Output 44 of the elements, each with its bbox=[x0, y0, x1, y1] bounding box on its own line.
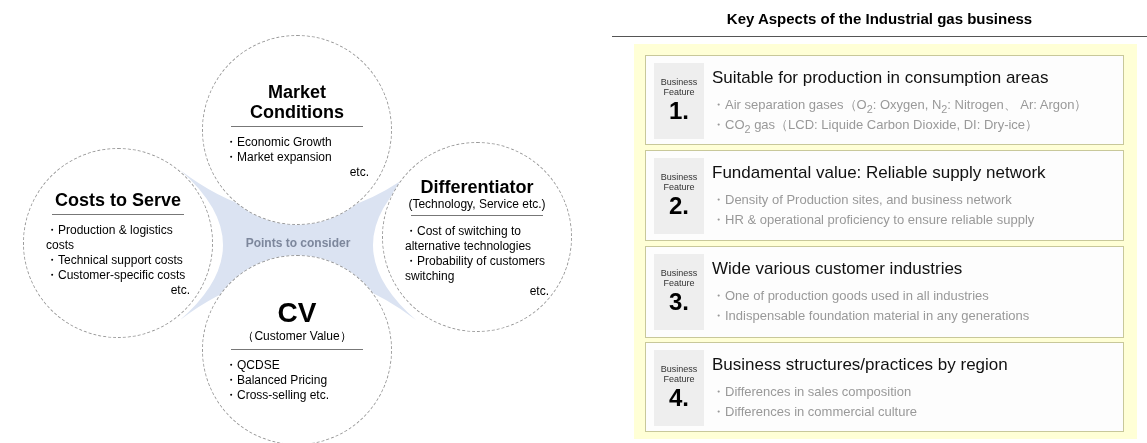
bullet-text: ・Air separation gases（O$_{2}$: Oxygen, N$_{2}$: Nitrogen、 Ar: Argon） bbox=[712, 96, 1088, 115]
feature-heading: Suitable for production in consumption areas bbox=[712, 68, 1049, 88]
feature-card bbox=[645, 150, 1124, 241]
feature-card bbox=[645, 246, 1124, 338]
bullet-text: ・Differences in commercial culture bbox=[712, 403, 917, 421]
etc-text: etc. bbox=[529, 283, 549, 298]
etc-text: etc. bbox=[349, 164, 369, 179]
bullet-text: ・Customer-specific costs bbox=[46, 267, 187, 283]
bullet-text: ・Economic Growth bbox=[225, 134, 333, 150]
circle-subtitle: （Customer Value） bbox=[242, 327, 352, 345]
tab-caption: Business Feature bbox=[659, 172, 699, 192]
feature-panel bbox=[634, 44, 1137, 439]
circle-heading: Market Conditions bbox=[249, 81, 345, 122]
feature-number: 4. bbox=[669, 384, 689, 412]
bullet-text: ・CO$_{2}$ gas（LCD: Liquide Carbon Dioxide, DI: Dry-ice） bbox=[712, 116, 1039, 135]
bullet-text: ・Cross-selling etc. bbox=[225, 387, 331, 403]
tab-caption: Business Feature bbox=[659, 268, 699, 288]
feature-card bbox=[645, 342, 1124, 432]
bullet-text: ・Technical support costs bbox=[46, 252, 184, 268]
bullet-text: ・Density of Production sites, and business network bbox=[712, 191, 1012, 209]
feature-number: 2. bbox=[669, 192, 689, 220]
circle-heading: Costs to Serve bbox=[54, 189, 181, 210]
bullet-text: ・Market expansion bbox=[225, 149, 333, 165]
circle-heading: CV bbox=[277, 297, 317, 328]
tab-caption: Business Feature bbox=[659, 77, 699, 97]
etc-text: etc. bbox=[170, 282, 190, 297]
bullet-text: ・Balanced Pricing bbox=[225, 372, 329, 388]
bullet-text: ・HR & operational proficiency to ensure reliable supply bbox=[712, 211, 1035, 229]
bullet-text: ・One of production goods used in all industries bbox=[712, 287, 989, 305]
feature-heading: Business structures/practices by region bbox=[712, 355, 1008, 375]
bullet-text: ・Indispensable foundation material in any generations bbox=[712, 307, 1030, 325]
feature-heading: Wide various customer industries bbox=[712, 259, 963, 279]
feature-card bbox=[645, 55, 1124, 145]
bullet-text: ・QCDSE bbox=[225, 357, 281, 373]
feature-number: 3. bbox=[669, 288, 689, 316]
bullet-text: ・Production & logistics costs bbox=[46, 222, 174, 253]
title: Key Aspects of the Industrial gas business bbox=[725, 10, 1034, 27]
bullet-text: ・Cost of switching to alternative technologies bbox=[405, 223, 533, 254]
bullet-text: ・Differences in sales composition bbox=[712, 383, 912, 401]
tab-caption: Business Feature bbox=[659, 364, 699, 384]
circle-heading: Differentiator bbox=[420, 176, 534, 197]
feature-number: 1. bbox=[669, 97, 689, 125]
circle-subtitle: (Technology, Service etc.) bbox=[408, 196, 546, 211]
feature-heading: Fundamental value: Reliable supply network bbox=[712, 163, 1046, 183]
